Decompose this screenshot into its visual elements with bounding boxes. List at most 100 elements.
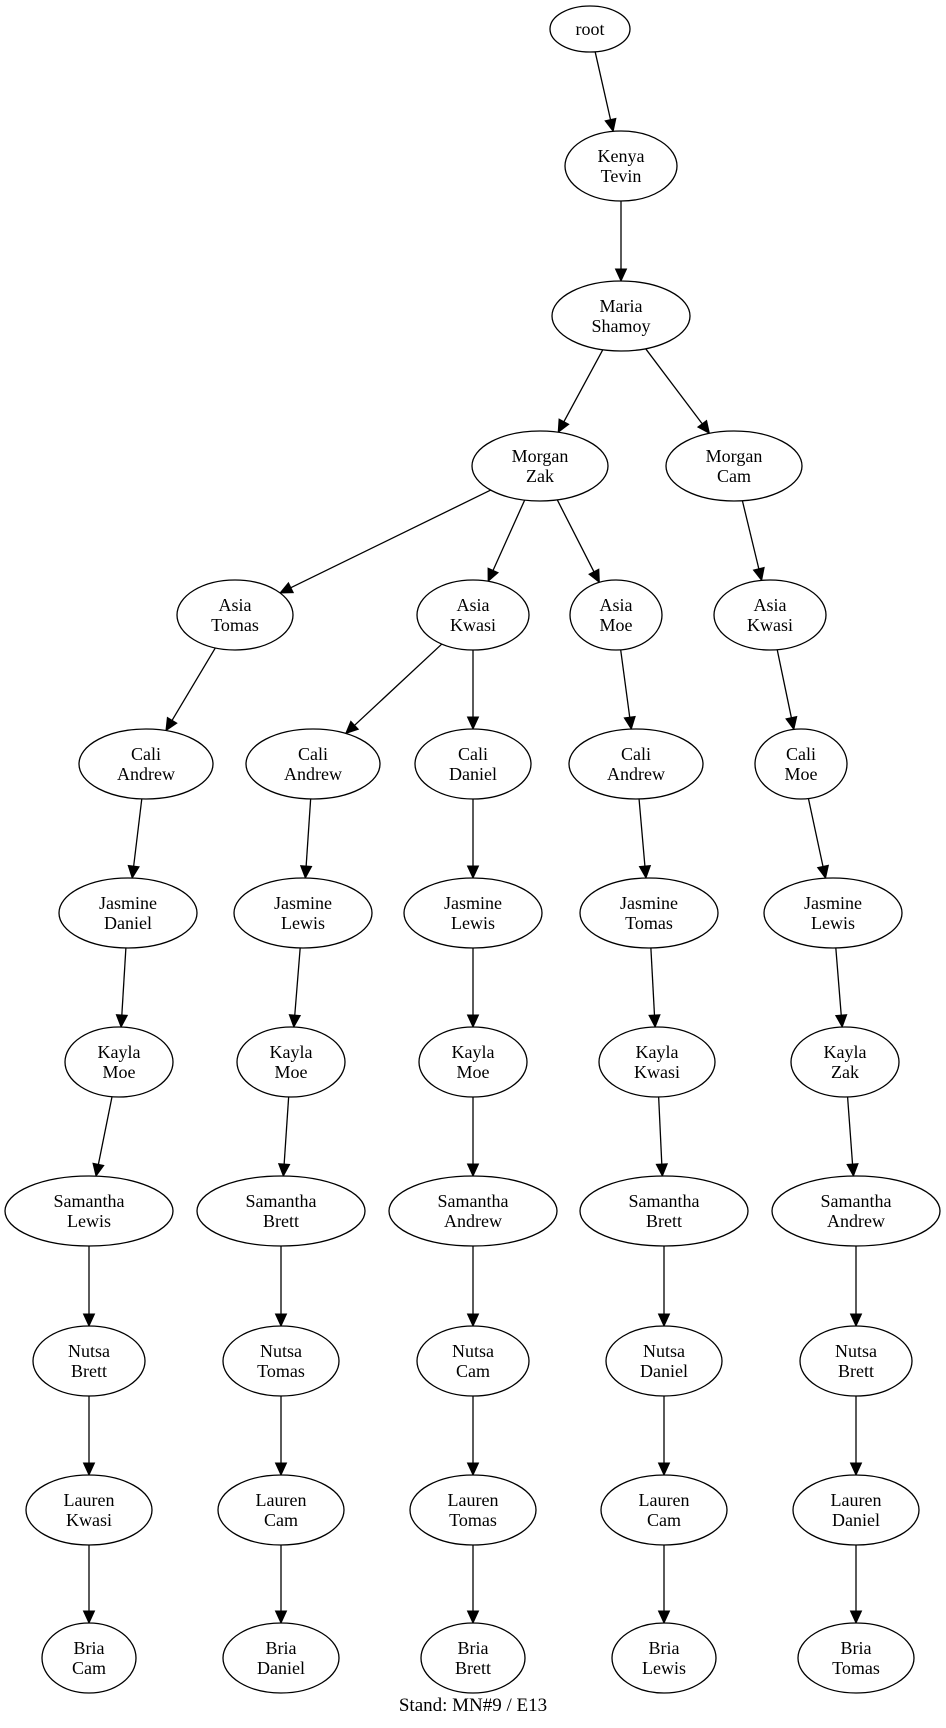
- node-label-line: Moe: [457, 1062, 490, 1082]
- node-ellipse: [579, 1175, 749, 1247]
- node-label-line: Kenya: [598, 146, 645, 166]
- edge-n33-n38: [849, 1396, 863, 1477]
- node-ellipse: [665, 430, 803, 502]
- node-ellipse: [388, 1175, 558, 1247]
- node-label-line: Kayla: [98, 1042, 141, 1062]
- edge-line: [305, 798, 312, 867]
- arrowhead-icon: [82, 1462, 96, 1477]
- node-ellipse: [579, 877, 719, 949]
- node-label-line: Cam: [72, 1658, 106, 1678]
- edge-n22-n27: [655, 1096, 669, 1178]
- arrowhead-icon: [834, 1014, 848, 1029]
- node-ellipse: [420, 1622, 526, 1694]
- edge-n31-n36: [466, 1396, 480, 1477]
- node-label-line: Andrew: [117, 764, 175, 784]
- node-ellipse: [58, 877, 198, 949]
- node-label-line: Bria: [841, 1638, 872, 1658]
- node-ellipse: [549, 5, 631, 53]
- edge-n18-n23: [834, 947, 848, 1029]
- node-ellipse: [713, 579, 827, 651]
- arrowhead-icon: [466, 1313, 480, 1328]
- node-ellipse: [771, 1175, 941, 1247]
- edge-n28-n33: [849, 1246, 863, 1328]
- arrowhead-icon: [655, 1163, 669, 1178]
- edge-n6-n11: [466, 650, 480, 731]
- edge-n19-n24: [92, 1096, 113, 1178]
- edge-line: [594, 51, 612, 120]
- edge-line: [283, 1096, 290, 1165]
- edge-n13-n18: [807, 798, 830, 880]
- node-label-line: Cam: [647, 1510, 681, 1530]
- node-label-line: Moe: [600, 615, 633, 635]
- node-label-line: Tomas: [211, 615, 259, 635]
- node-label-line: Brett: [263, 1211, 299, 1231]
- node-ellipse: [78, 728, 214, 800]
- node-ellipse: [763, 877, 903, 949]
- node-ellipse: [598, 1026, 716, 1098]
- nodes-layer: rootKenyaTevinMariaShamoyMorganZakMorgan…: [4, 5, 941, 1694]
- arrowhead-icon: [657, 1610, 671, 1625]
- arrowhead-icon: [82, 1313, 96, 1328]
- node-label-line: Shamoy: [591, 316, 650, 336]
- edge-n32-n37: [657, 1396, 671, 1477]
- edge-n14-n19: [115, 947, 129, 1029]
- node-label-line: Lewis: [281, 913, 325, 933]
- node-label-line: Samantha: [629, 1191, 700, 1211]
- node-ellipse: [245, 728, 381, 800]
- arrowhead-icon: [466, 1462, 480, 1477]
- edge-n12-n17: [638, 798, 652, 880]
- node-label-line: Lewis: [811, 913, 855, 933]
- node-label-line: Andrew: [607, 764, 665, 784]
- node-label-line: Lauren: [256, 1490, 307, 1510]
- arrowhead-icon: [752, 566, 765, 582]
- arrowhead-icon: [466, 1014, 480, 1029]
- edge-n0-n1: [594, 51, 617, 133]
- edge-n1-n2: [614, 201, 628, 283]
- node-label-line: Maria: [600, 296, 643, 316]
- node-label-line: Andrew: [444, 1211, 502, 1231]
- node-ellipse: [64, 1026, 174, 1098]
- arrowhead-icon: [846, 1163, 859, 1178]
- arrowhead-icon: [849, 1313, 863, 1328]
- node-ellipse: [416, 1325, 530, 1397]
- node-label-line: Daniel: [832, 1510, 880, 1530]
- node-ellipse: [403, 877, 543, 949]
- node-label-line: Bria: [649, 1638, 680, 1658]
- arrowhead-icon: [696, 419, 711, 435]
- arrowhead-icon: [849, 1462, 863, 1477]
- node-ellipse: [176, 579, 294, 651]
- node-label-line: Samantha: [438, 1191, 509, 1211]
- node-label-line: Morgan: [512, 446, 569, 466]
- edge-n21-n26: [466, 1097, 480, 1178]
- node-label-line: Kayla: [270, 1042, 313, 1062]
- node-label-line: Daniel: [640, 1361, 688, 1381]
- edge-n23-n28: [846, 1096, 859, 1178]
- edge-line: [807, 798, 824, 867]
- node-label-line: Cali: [621, 744, 651, 764]
- node-ellipse: [790, 1026, 900, 1098]
- node-label-line: Cali: [298, 744, 328, 764]
- diagram-caption: Stand: MN#9 / E13: [398, 1695, 548, 1716]
- node-label-line: Kwasi: [634, 1062, 680, 1082]
- arrowhead-icon: [466, 1610, 480, 1625]
- node-label-line: Tomas: [449, 1510, 497, 1530]
- node-label-line: Samantha: [821, 1191, 892, 1211]
- node-label-line: Jasmine: [804, 893, 862, 913]
